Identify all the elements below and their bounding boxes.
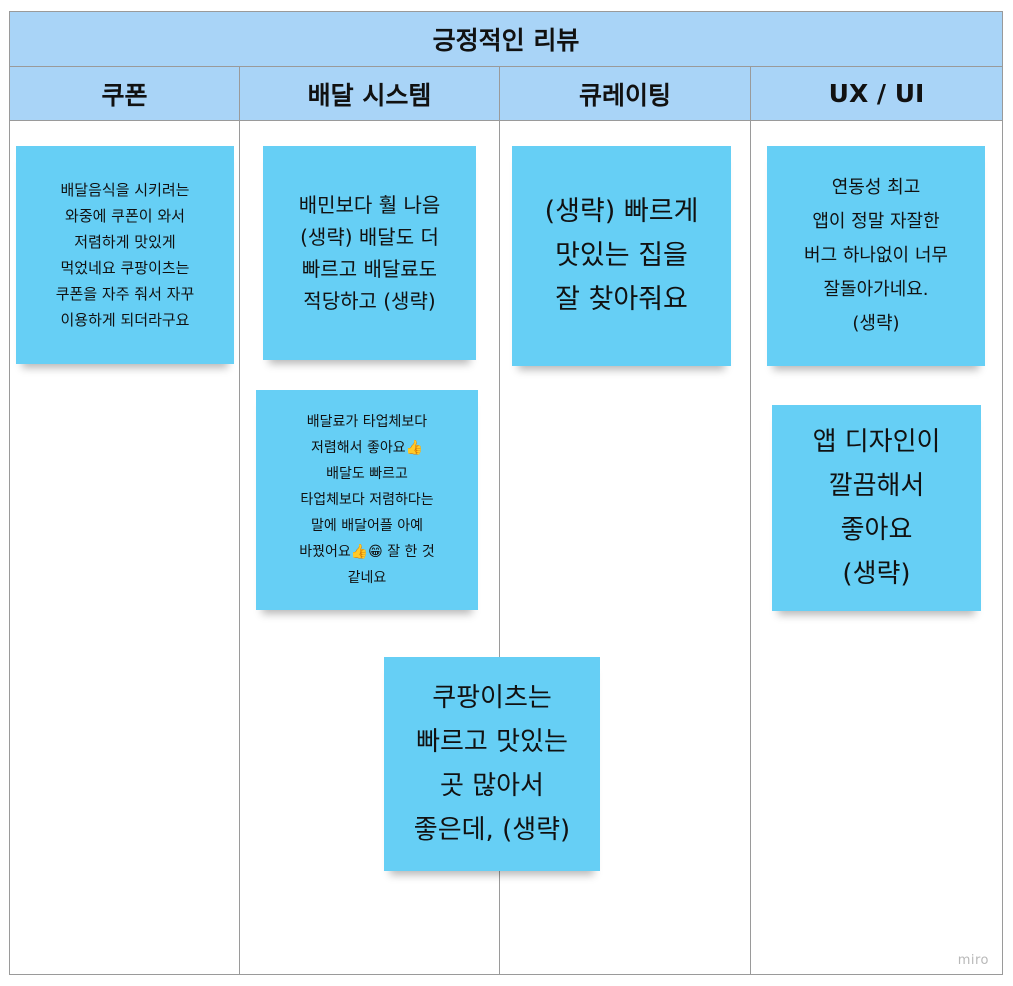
column-divider [750, 67, 751, 974]
column-header-delivery: 배달 시스템 [307, 80, 432, 110]
miro-watermark: miro [957, 953, 989, 968]
sticky-note-uxui-2[interactable]: 앱 디자인이 깔끔해서 좋아요 (생략) [772, 405, 981, 611]
board-title: 긍정적인 리뷰 [10, 12, 1002, 67]
column-header-coupon: 쿠폰 [101, 80, 148, 110]
sticky-note-delivery-2[interactable]: 배달료가 타업체보다 저렴해서 좋아요👍 배달도 빠르고 타업체보다 저렴하다는… [256, 390, 478, 610]
sticky-note-delivery-3[interactable]: 쿠팡이츠는 빠르고 맛있는 곳 많아서 좋은데, (생략) [384, 657, 600, 871]
column-divider [499, 67, 500, 974]
sticky-note-curation-1[interactable]: (생략) 빠르게 맛있는 집을 잘 찾아줘요 [512, 146, 731, 366]
column-header-curation: 큐레이팅 [578, 80, 671, 110]
column-header-row: 쿠폰 배달 시스템 큐레이팅 UX / UI [10, 67, 1002, 121]
sticky-note-delivery-1[interactable]: 배민보다 훨 나음 (생략) 배달도 더 빠르고 배달료도 적당하고 (생략) [263, 146, 476, 360]
column-divider [239, 67, 240, 974]
column-header-uxui: UX / UI [828, 79, 925, 108]
sticky-note-uxui-1[interactable]: 연동성 최고 앱이 정말 자잘한 버그 하나없이 너무 잘돌아가네요. (생략) [767, 146, 985, 366]
sticky-note-coupon-1[interactable]: 배달음식을 시키려는 와중에 쿠폰이 와서 저렴하게 맛있게 먹었네요 쿠팡이츠… [16, 146, 234, 364]
